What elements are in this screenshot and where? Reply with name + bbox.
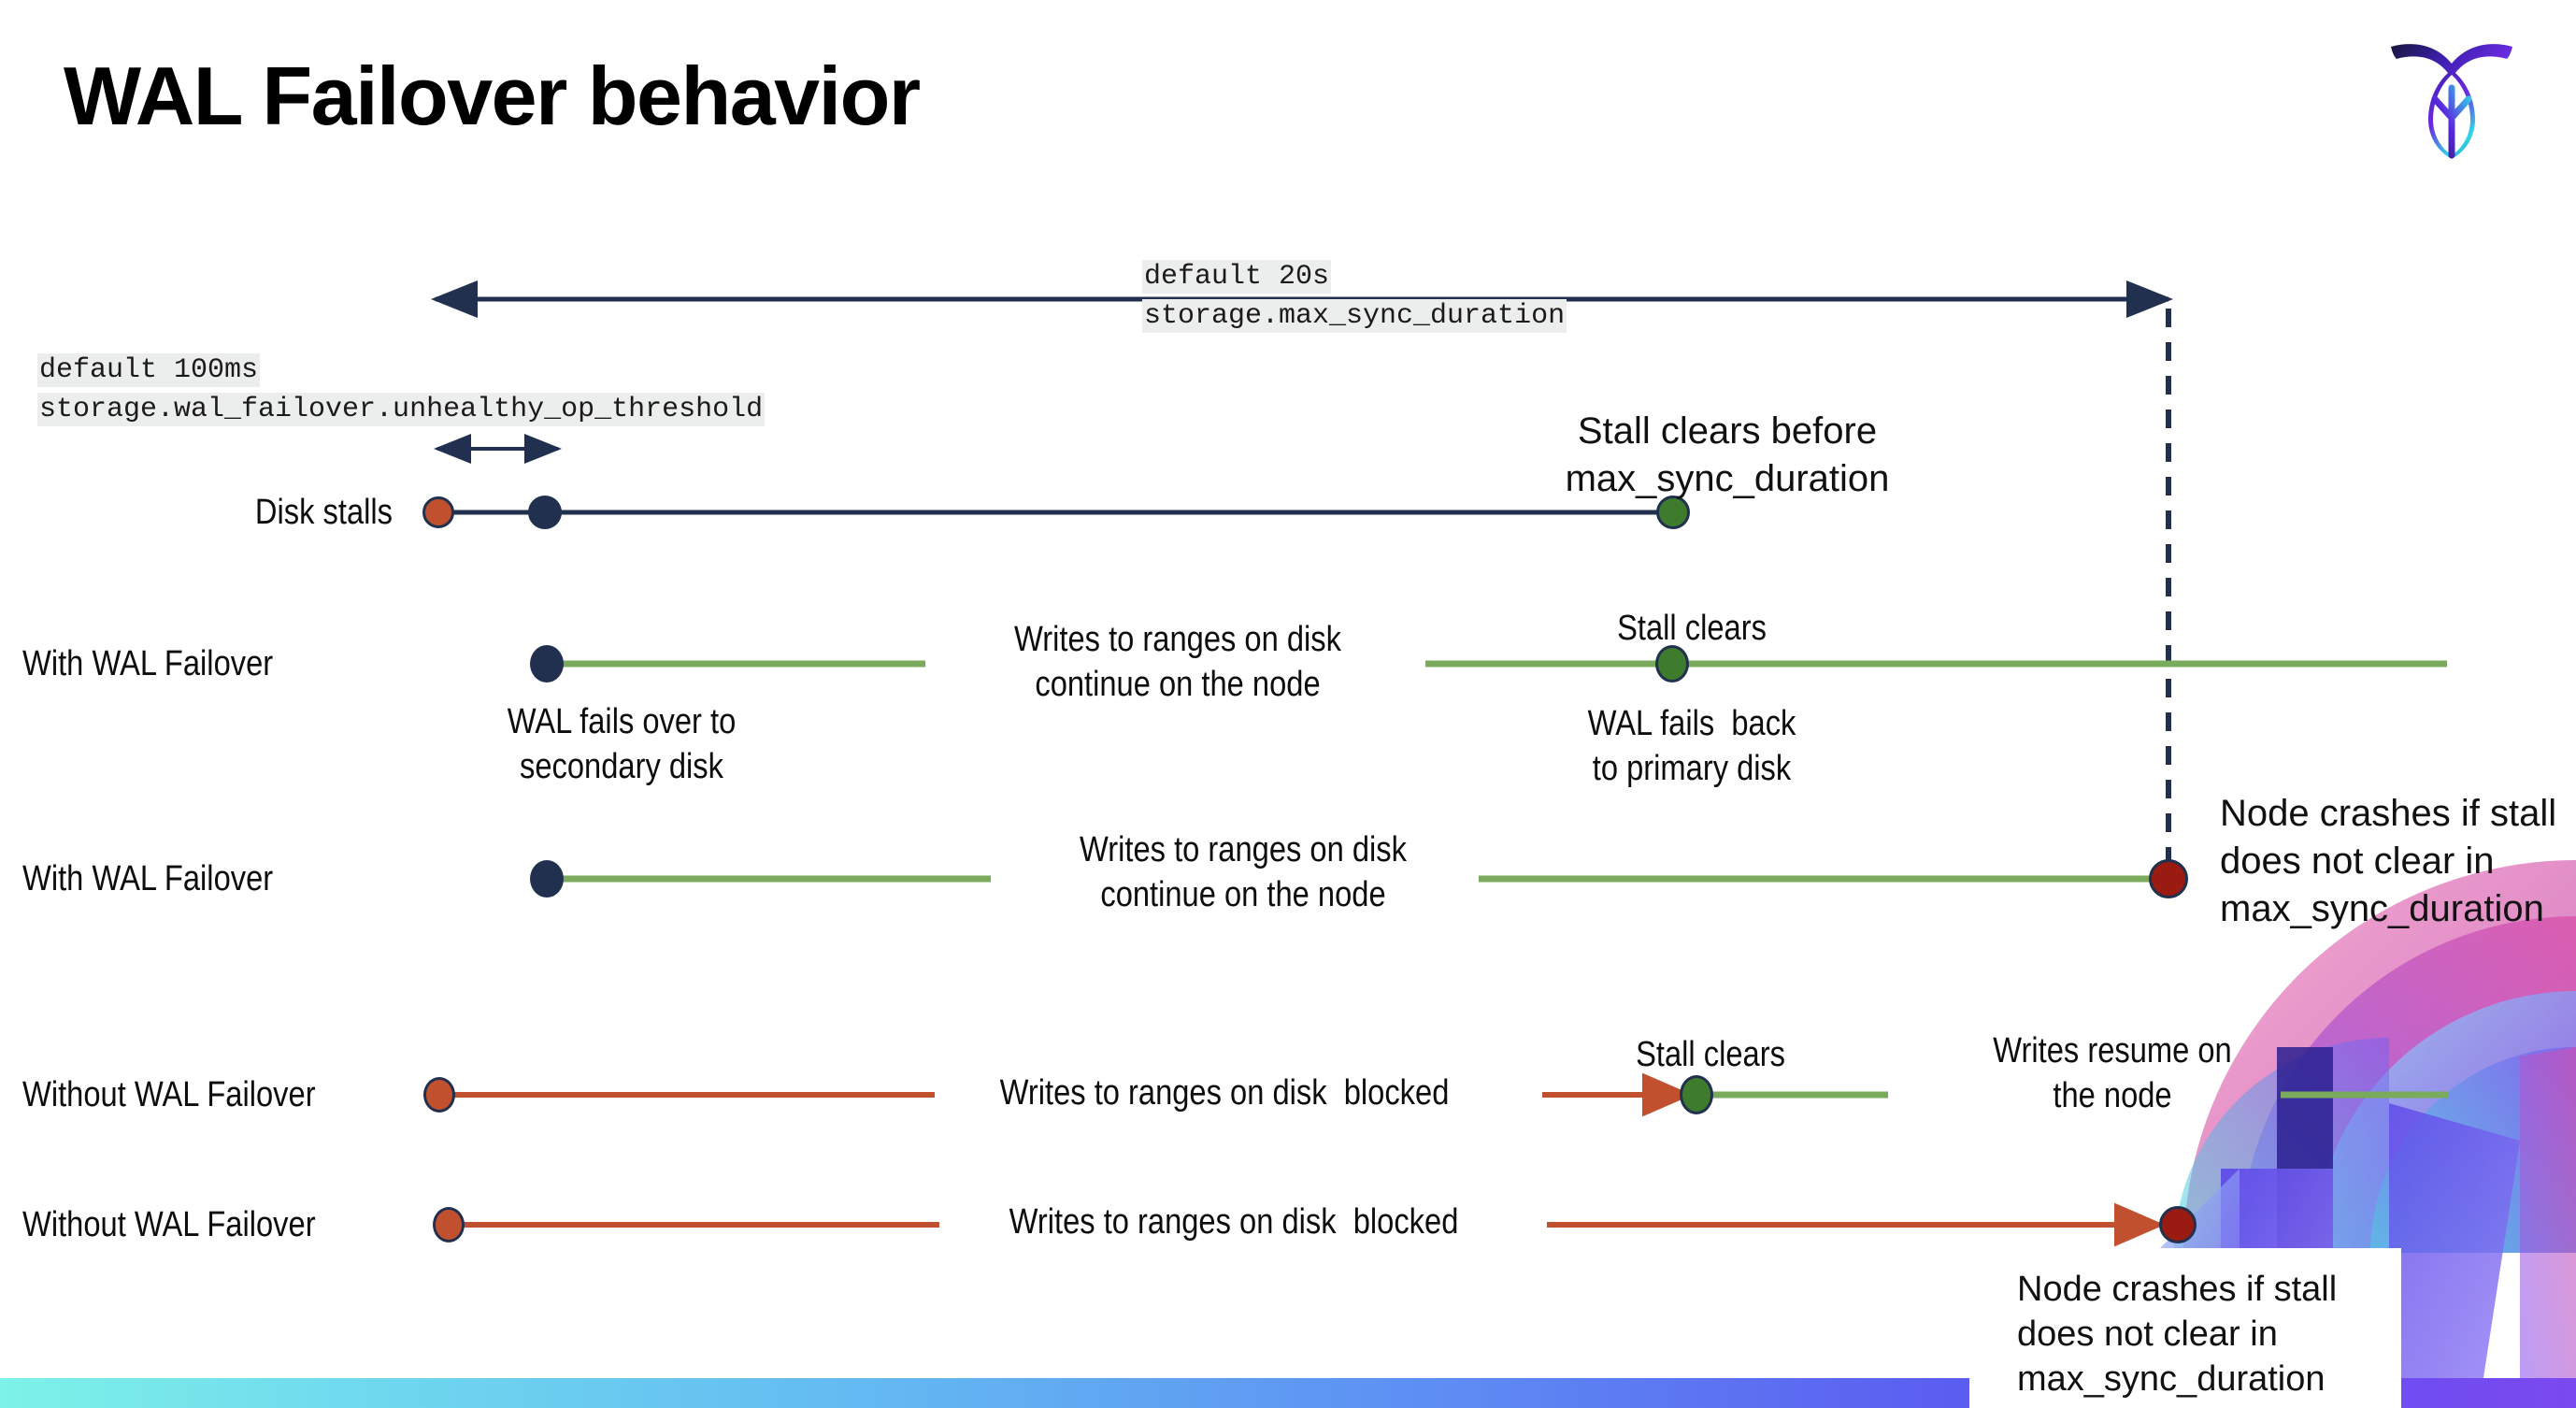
cockroachdb-logo-icon bbox=[2382, 26, 2522, 165]
note-writes-continue-row2: Writes to ranges on disk continue on the… bbox=[1014, 620, 1341, 704]
dot-stall-start-row5 bbox=[433, 1207, 465, 1243]
dot-stall-start-row4 bbox=[423, 1077, 455, 1113]
row-label-without-wal-failover-1: Without WAL Failover bbox=[22, 1075, 316, 1114]
note-writes-blocked-row5: Writes to ranges on disk blocked bbox=[1009, 1202, 1459, 1242]
dot-failover-row1 bbox=[528, 496, 562, 529]
dot-stall-clear-row1 bbox=[1656, 496, 1690, 529]
node-crash-callout-card bbox=[1969, 1248, 2401, 1408]
unhealthy-setting-label: storage.wal_failover.unhealthy_op_thresh… bbox=[37, 393, 766, 426]
note-writes-blocked-row4: Writes to ranges on disk blocked bbox=[999, 1073, 1450, 1113]
dot-node-crash-row3 bbox=[2149, 859, 2188, 898]
dot-failover-row2 bbox=[530, 645, 564, 682]
unhealthy-default-label: default 100ms bbox=[37, 353, 261, 387]
note-writes-resume-row4: Writes resume on the node bbox=[1993, 1031, 2232, 1115]
dot-stall-start-row1 bbox=[422, 496, 454, 528]
dot-stall-clear-row4 bbox=[1680, 1075, 1713, 1114]
unhealthy-op-threshold-annotation: default 100ms storage.wal_failover.unhea… bbox=[37, 351, 766, 429]
note-node-crashes-row3: Node crashes if stall does not clear in … bbox=[2220, 793, 2557, 929]
note-stall-clears-row4: Stall clears bbox=[1636, 1035, 1785, 1074]
max-sync-setting-label: storage.max_sync_duration bbox=[1142, 299, 1567, 333]
note-stall-clears-row2: Stall clears bbox=[1617, 609, 1767, 648]
note-writes-continue-row3: Writes to ranges on disk continue on the… bbox=[1080, 830, 1407, 914]
dot-node-crash-row5 bbox=[2159, 1206, 2197, 1243]
note-wal-fails-back-row2: WAL fails back to primary disk bbox=[1587, 704, 1796, 788]
note-wal-fails-over-row2: WAL fails over to secondary disk bbox=[507, 702, 737, 786]
row-label-disk-stalls: Disk stalls bbox=[254, 493, 393, 532]
dot-stall-clear-row2 bbox=[1655, 645, 1689, 682]
row-label-with-wal-failover-2: With WAL Failover bbox=[22, 859, 274, 898]
max-sync-default-label: default 20s bbox=[1142, 260, 1332, 294]
note-node-crashes-row5: Node crashes if stall does not clear in … bbox=[2017, 1270, 2338, 1399]
max-sync-duration-annotation: default 20s storage.max_sync_duration bbox=[1142, 257, 1567, 336]
row-label-with-wal-failover-1: With WAL Failover bbox=[22, 644, 274, 683]
row-label-without-wal-failover-2: Without WAL Failover bbox=[22, 1205, 316, 1244]
page-title: WAL Failover behavior bbox=[64, 50, 921, 142]
note-stall-clears-before: Stall clears before max_sync_duration bbox=[1565, 410, 1890, 499]
dot-failover-row3 bbox=[530, 860, 564, 898]
